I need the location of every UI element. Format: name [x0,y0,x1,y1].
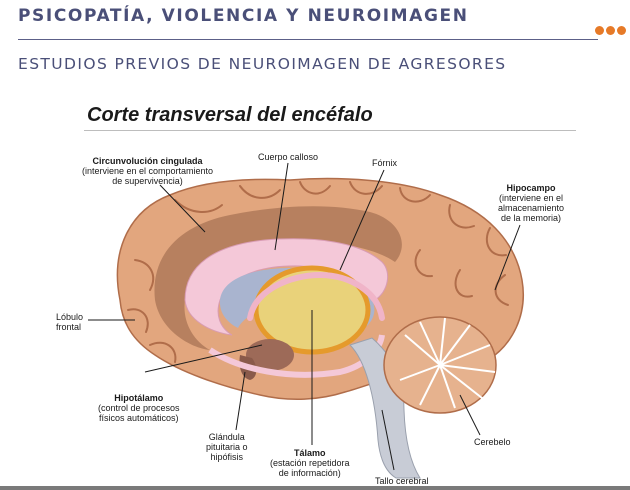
label-hypothalamus: Hipotálamo (control de procesos físicos … [98,393,180,423]
label-hippocampus: Hipocampo (interviene en el almacenamien… [498,183,564,223]
label-thalamus: Tálamo (estación repetidora de informaci… [270,448,350,478]
label-cerebellum: Cerebelo [474,437,511,447]
label-fornix: Fórnix [372,158,397,168]
label-corpus-callosum: Cuerpo calloso [258,152,318,162]
label-pituitary-gland: Glándula pituitaria o hipófisis [206,432,248,462]
label-frontal-lobe: Lóbulo frontal [56,312,83,332]
label-cingulate-gyrus: Circunvolución cingulada (interviene en … [82,156,213,186]
label-brainstem: Tallo cerebral [375,476,429,486]
slide-bottom-border [0,486,630,490]
